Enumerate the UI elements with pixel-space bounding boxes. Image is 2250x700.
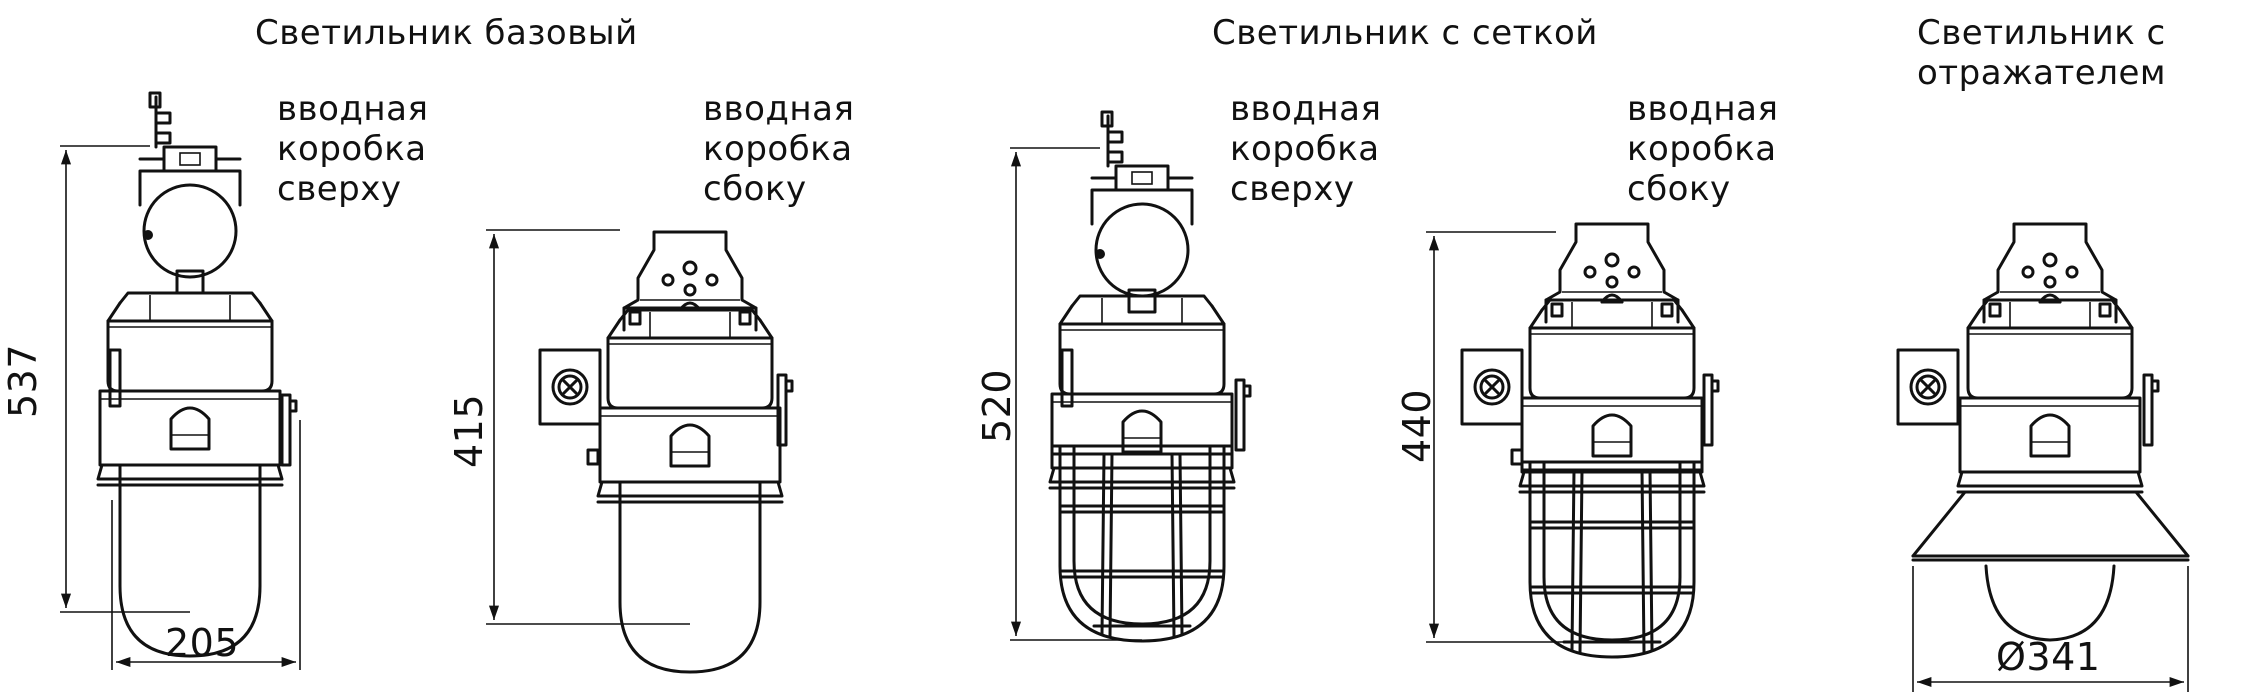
variant-mesh-top-line2: коробка [1230,129,1380,169]
variant-mesh-top-line1: вводная [1230,89,1382,129]
variant-mesh-side-line1: вводная [1627,89,1779,129]
dimension-reflector-diameter: Ø341 [1996,635,2101,679]
title-reflector-line2: отражателем [1917,53,2167,93]
luminaire-basic-top-box [96,91,298,658]
variant-mesh-side-line3: сбоку [1627,169,1731,209]
variant-basic-side-line2: коробка [703,129,853,169]
luminaire-basic-side-box [538,230,794,674]
variant-basic-top-line3: сверху [277,169,402,209]
luminaire-mesh-side-box [1460,222,1720,659]
variant-basic-side-line3: сбоку [703,169,807,209]
title-basic: Светильник базовый [255,13,638,53]
luminaire-reflector [1896,222,2190,642]
variant-basic-top-line2: коробка [277,129,427,169]
luminaire-mesh-top-box [1048,110,1252,643]
variant-basic-side-line1: вводная [703,89,855,129]
variant-basic-top-line1: вводная [277,89,429,129]
variant-mesh-top-line3: сверху [1230,169,1355,209]
variant-mesh-side-line2: коробка [1627,129,1777,169]
title-reflector-line1: Светильник с [1917,13,2166,53]
title-mesh: Светильник с сеткой [1212,13,1598,53]
